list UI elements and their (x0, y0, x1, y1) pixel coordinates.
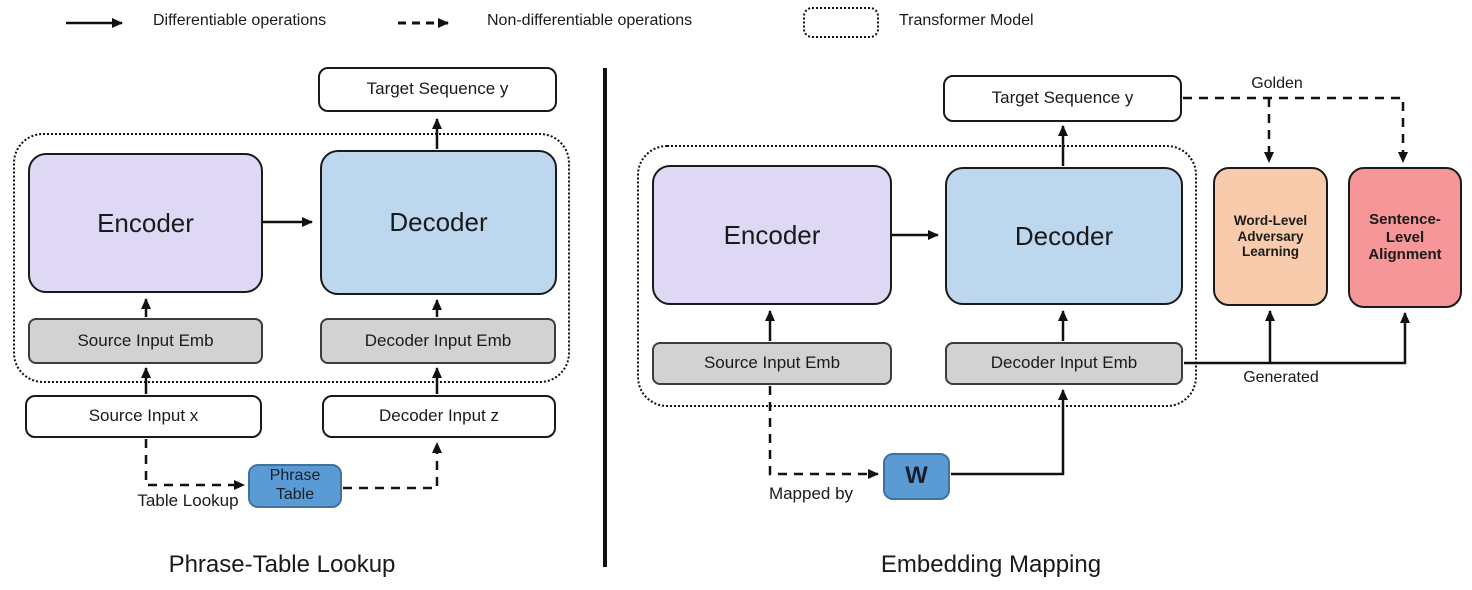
word-level-adversary-box: Word-Level Adversary Learning (1213, 167, 1328, 306)
sentence-level-alignment-box: Sentence- Level Alignment (1348, 167, 1462, 308)
left-target-sequence-box: Target Sequence y (318, 67, 557, 112)
left-phrase-table-box: Phrase Table (248, 464, 342, 508)
right-target-sequence-box: Target Sequence y (943, 75, 1182, 122)
left-source-input-box: Source Input x (25, 395, 262, 438)
left-transformer-model-outline (13, 133, 570, 383)
dotted-box-icon (803, 7, 879, 38)
panel-divider (603, 68, 607, 567)
arrow-right-w-to-decoderemb (951, 389, 1068, 476)
golden-label: Golden (1251, 75, 1303, 92)
legend: Differentiable operations Non-differenti… (0, 0, 1472, 50)
right-decoder-input-emb-box: Decoder Input Emb (945, 342, 1183, 385)
arrow-right-target-to-sentence-dashed (1183, 96, 1408, 163)
right-source-input-emb-box: Source Input Emb (652, 342, 892, 385)
mapped-by-label: Mapped by (768, 484, 854, 503)
solid-arrow-icon (66, 18, 123, 28)
dashed-arrow-icon (398, 18, 449, 28)
arrow-left-sourceinput-to-phrasetable-dashed (144, 439, 245, 490)
right-transformer-model-outline (637, 145, 1197, 407)
legend-label-differentiable: Differentiable operations (153, 12, 327, 29)
arrow-right-decoderemb-to-sentence (1184, 312, 1410, 365)
left-decoder-box: Decoder (320, 150, 557, 295)
arrow-left-phrasetable-to-decoderinput-dashed (343, 442, 442, 490)
table-lookup-label: Table Lookup (137, 491, 239, 510)
left-caption: Phrase-Table Lookup (168, 551, 396, 578)
left-decoder-input-box: Decoder Input z (322, 395, 556, 438)
right-w-matrix-box: W (883, 453, 950, 500)
left-source-input-emb-box: Source Input Emb (28, 318, 263, 364)
arrow-right-sourceemb-to-w-dashed (768, 386, 879, 479)
legend-label-transformer-model: Transformer Model (899, 12, 1034, 29)
right-decoder-box: Decoder (945, 167, 1183, 305)
right-encoder-box: Encoder (652, 165, 892, 305)
right-caption: Embedding Mapping (880, 551, 1102, 578)
left-encoder-box: Encoder (28, 153, 263, 293)
left-decoder-input-emb-box: Decoder Input Emb (320, 318, 556, 364)
generated-label: Generated (1243, 369, 1319, 386)
legend-label-non-differentiable: Non-differentiable operations (487, 12, 693, 29)
